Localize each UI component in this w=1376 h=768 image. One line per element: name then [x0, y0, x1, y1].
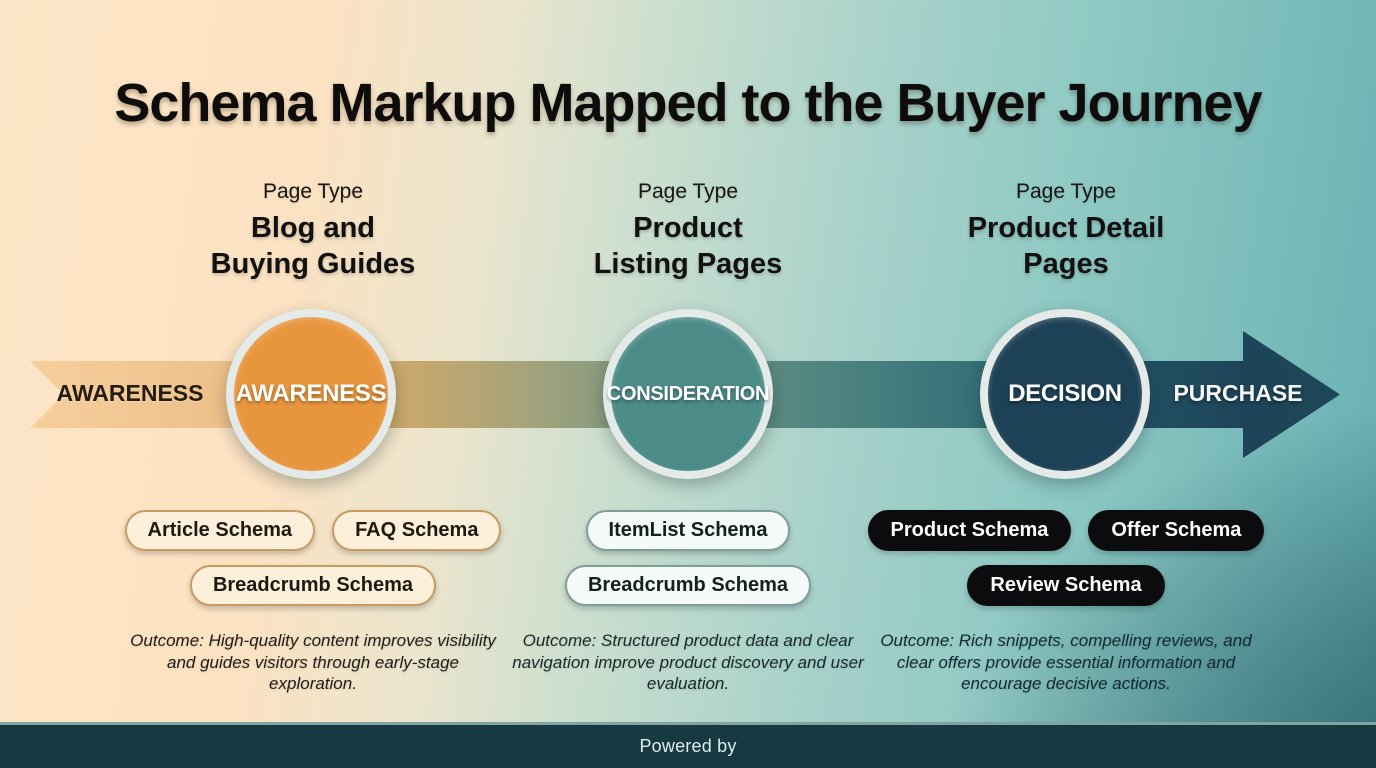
- stage-circle-decision: DECISION: [980, 309, 1150, 479]
- page-type-line: Product: [633, 212, 743, 244]
- schema-pill-breadcrumb: Breadcrumb Schema: [189, 565, 437, 606]
- page-type-line: Blog and: [250, 212, 376, 244]
- schema-pill-breadcrumb: Breadcrumb Schema: [564, 565, 812, 606]
- stage-circle-awareness: AWARENESS: [226, 309, 396, 479]
- page-title: Schema Markup Mapped to the Buyer Journe…: [114, 73, 1262, 133]
- column-header-decision: Page Type Product Detail Pages: [866, 180, 1266, 282]
- powered-by-text: Powered by: [639, 736, 737, 756]
- page-type-line: Product Detail: [967, 212, 1165, 244]
- outcome-decision: Outcome: Rich snippets, compelling revie…: [880, 631, 1252, 693]
- pill-row: Review Schema: [866, 565, 1266, 606]
- page-type-line: Buying Guides: [210, 248, 416, 280]
- stage-circle-consideration: CONSIDERATION: [603, 309, 773, 479]
- band-label-awareness: AWARENESS: [56, 380, 204, 406]
- pill-row: Breadcrumb Schema: [113, 565, 513, 606]
- outcome-awareness: Outcome: High-quality content improves v…: [130, 631, 496, 693]
- schema-pill-faq: FAQ Schema: [332, 510, 502, 551]
- schema-pill-article: Article Schema: [124, 510, 316, 551]
- schema-pills-consideration: ItemList Schema Breadcrumb Schema: [488, 510, 888, 620]
- footer-bar: Powered by: [0, 722, 1376, 768]
- stage-circle-label: AWARENESS: [235, 380, 387, 407]
- page-type-line: Pages: [1023, 248, 1109, 280]
- page-type-name: Product Listing Pages: [488, 210, 888, 282]
- column-header-awareness: Page Type Blog and Buying Guides: [113, 180, 513, 282]
- pill-row: Article Schema FAQ Schema: [113, 510, 513, 551]
- band-label-purchase: PURCHASE: [1173, 380, 1303, 406]
- schema-pills-decision: Product Schema Offer Schema Review Schem…: [866, 510, 1266, 620]
- schema-pill-product: Product Schema: [867, 510, 1072, 551]
- outcome-consideration: Outcome: Structured product data and cle…: [512, 631, 864, 693]
- schema-pills-awareness: Article Schema FAQ Schema Breadcrumb Sch…: [113, 510, 513, 620]
- page-type-name: Product Detail Pages: [866, 210, 1266, 282]
- schema-pill-offer: Offer Schema: [1088, 510, 1265, 551]
- column-header-consideration: Page Type Product Listing Pages: [488, 180, 888, 282]
- schema-pill-itemlist: ItemList Schema: [585, 510, 791, 551]
- page-type-label: Page Type: [262, 180, 364, 203]
- stage-circle-label: DECISION: [1008, 380, 1122, 407]
- stage-circle-label: CONSIDERATION: [606, 382, 770, 405]
- schema-pill-review: Review Schema: [967, 565, 1165, 606]
- page-type-label: Page Type: [637, 180, 739, 203]
- page-type-label: Page Type: [1015, 180, 1117, 203]
- pill-row: Breadcrumb Schema: [488, 565, 888, 606]
- pill-row: ItemList Schema: [488, 510, 888, 551]
- pill-row: Product Schema Offer Schema: [866, 510, 1266, 551]
- page-type-name: Blog and Buying Guides: [113, 210, 513, 282]
- page-type-line: Listing Pages: [593, 248, 783, 280]
